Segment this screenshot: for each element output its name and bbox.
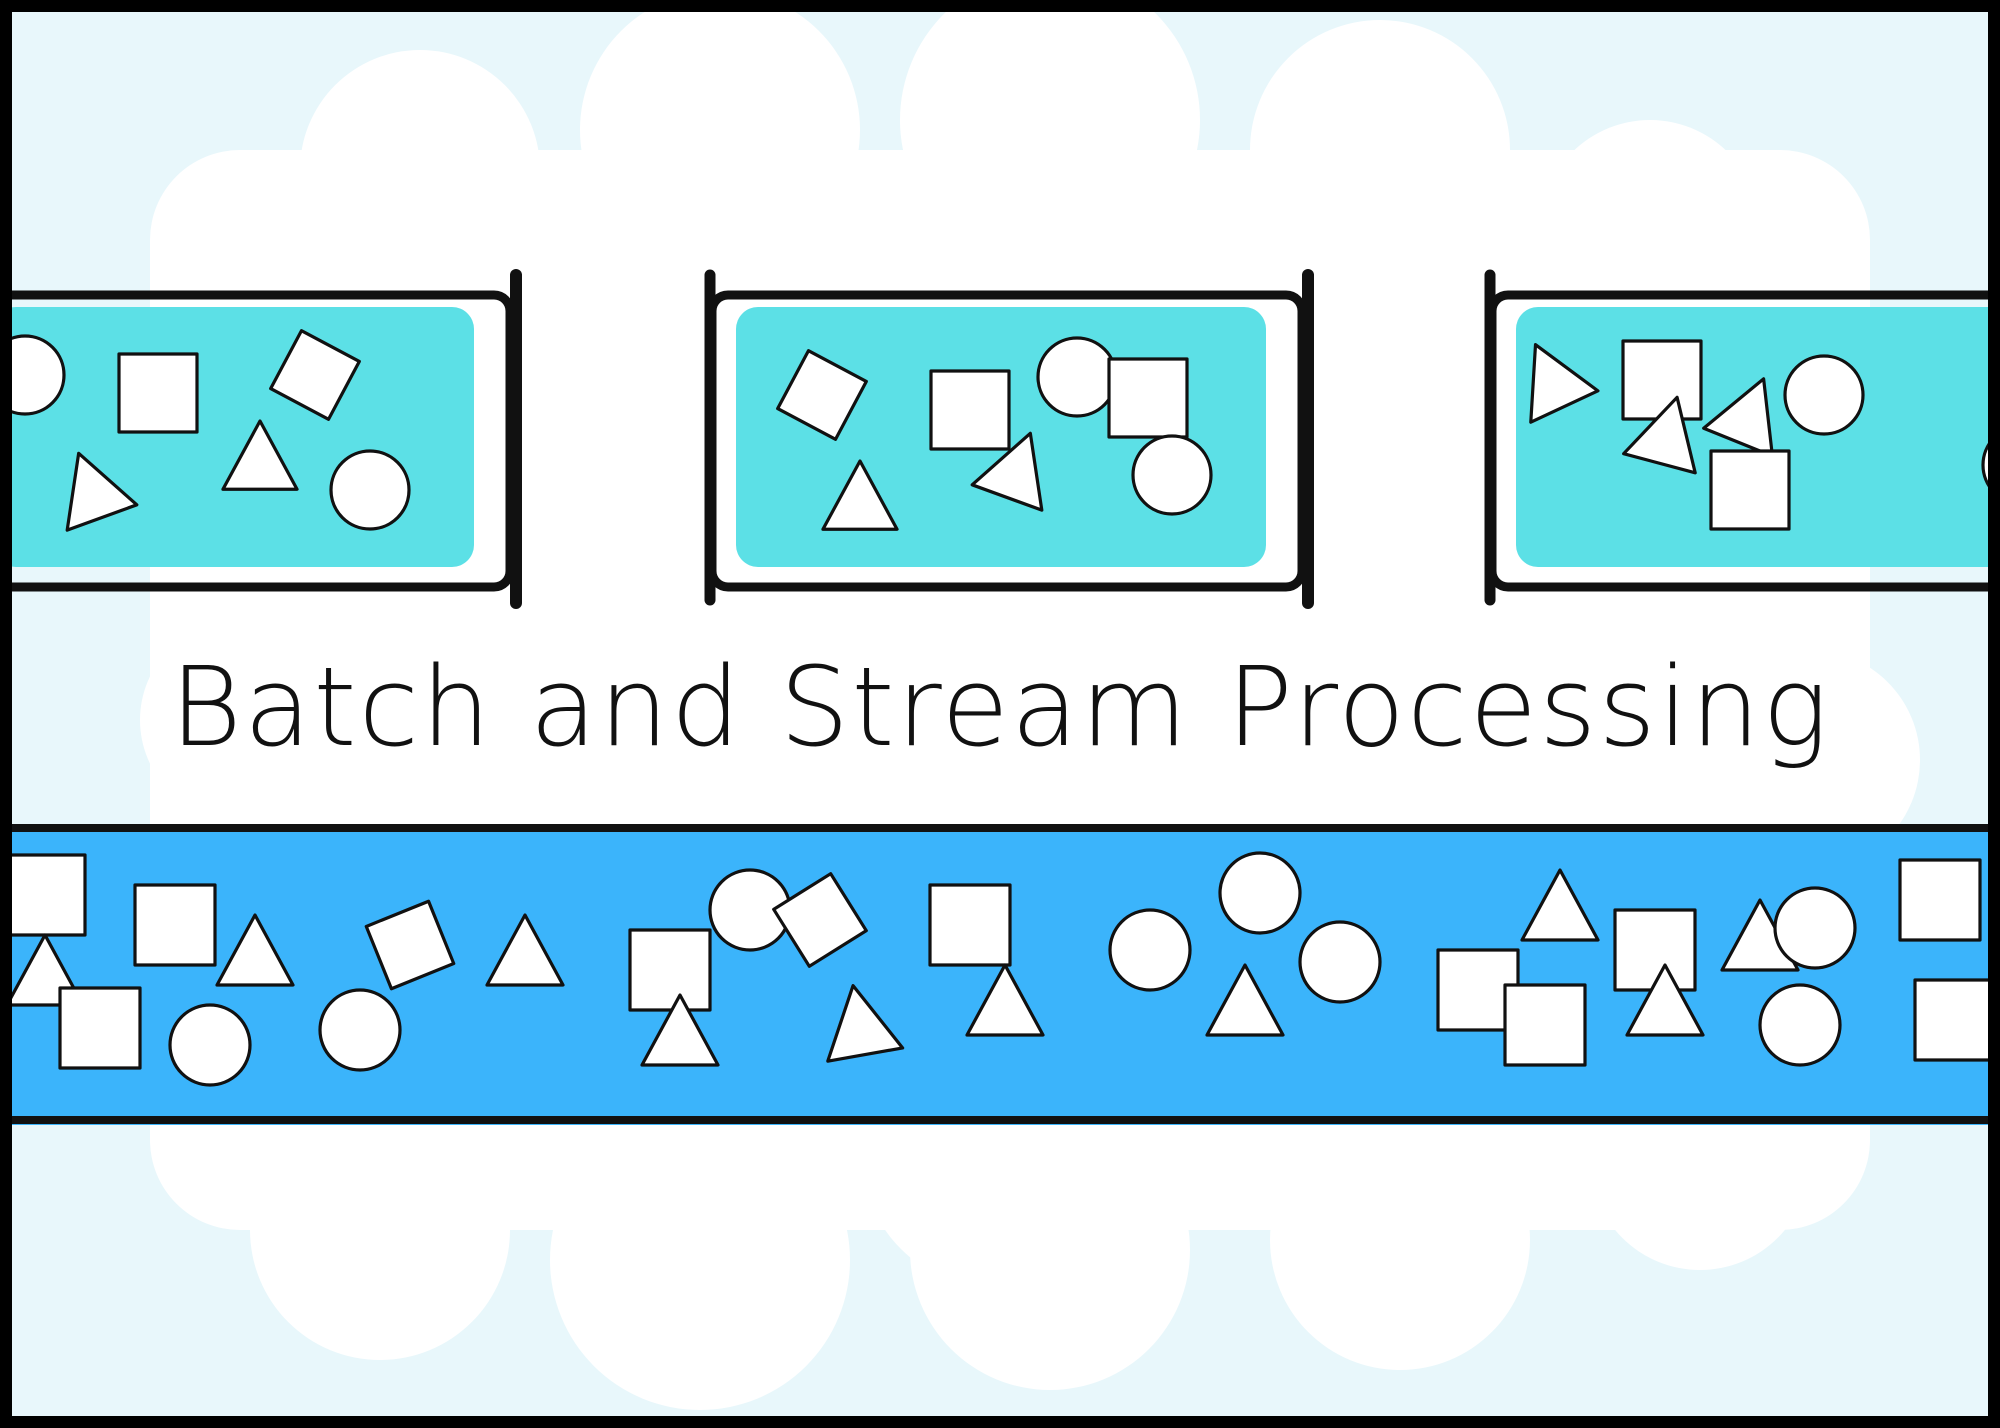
square-item (58, 986, 142, 1070)
circle-item (318, 988, 402, 1072)
square-item (1613, 908, 1697, 992)
square-item (117, 352, 199, 434)
triangle-item (965, 963, 1045, 1037)
square-item (133, 883, 217, 967)
circle-item (1131, 434, 1213, 516)
batch-boxes (0, 269, 2000, 609)
square-item (1913, 978, 1997, 1062)
circle-item (1036, 336, 1118, 418)
triangle-item (65, 451, 139, 532)
circle-item (1108, 908, 1192, 992)
triangle-item (1625, 963, 1705, 1037)
triangle-item (821, 459, 899, 531)
triangle-item (826, 984, 905, 1063)
circle-item (1758, 983, 1842, 1067)
triangle-item (970, 431, 1044, 512)
triangle-item (1622, 395, 1697, 475)
square-item (929, 369, 1011, 451)
diamond-item (269, 329, 361, 421)
stream-band (0, 824, 2000, 1125)
triangle-item (1702, 377, 1774, 458)
triangle-item (215, 913, 295, 987)
square-item (1898, 858, 1982, 942)
square-item (928, 883, 1012, 967)
triangle-item (640, 993, 720, 1067)
square-item (1709, 449, 1791, 531)
triangle-item (1205, 963, 1285, 1037)
triangle-item (1520, 868, 1600, 942)
circle-item (329, 449, 411, 531)
batch-box-middle (704, 269, 1314, 609)
circle-item (0, 334, 66, 416)
circle-item (1298, 920, 1382, 1004)
circle-item (1783, 354, 1865, 436)
diamond-item (364, 899, 456, 991)
square-item (1503, 983, 1587, 1067)
triangle-item (485, 913, 565, 987)
square-item (628, 928, 712, 1012)
batch-box-right (1484, 269, 2000, 606)
diamond-item (776, 349, 868, 441)
circle-item (1218, 851, 1302, 935)
diagram-title: Batch and Stream Processing (170, 643, 1830, 771)
batch-box-left (0, 269, 522, 609)
square-item (1621, 339, 1703, 421)
circle-item (168, 1003, 252, 1087)
square-item (3, 853, 87, 937)
circle-item (1773, 886, 1857, 970)
triangle-item (221, 419, 299, 491)
diamond-item (772, 872, 868, 968)
square-item (1107, 357, 1189, 439)
triangle-item (1529, 343, 1600, 424)
